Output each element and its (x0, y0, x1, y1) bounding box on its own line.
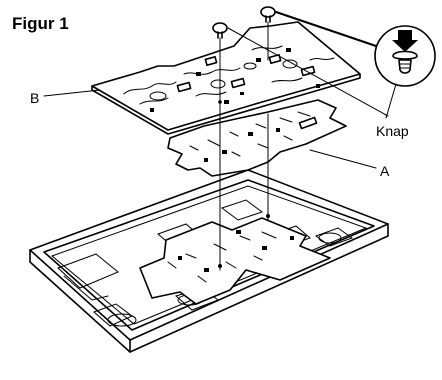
pin-detail-callout (374, 25, 436, 87)
label-a: A (380, 163, 390, 179)
label-b: B (30, 90, 40, 106)
alignment-lines (218, 21, 270, 271)
figure-title: Figur 1 (12, 14, 69, 33)
plate-a (167, 99, 347, 177)
board-b (91, 21, 361, 135)
label-knap: Knap (376, 123, 409, 139)
lower-board (139, 217, 331, 305)
leader-lines (43, 10, 397, 169)
pin-right (260, 6, 276, 23)
pin-left (212, 22, 228, 39)
